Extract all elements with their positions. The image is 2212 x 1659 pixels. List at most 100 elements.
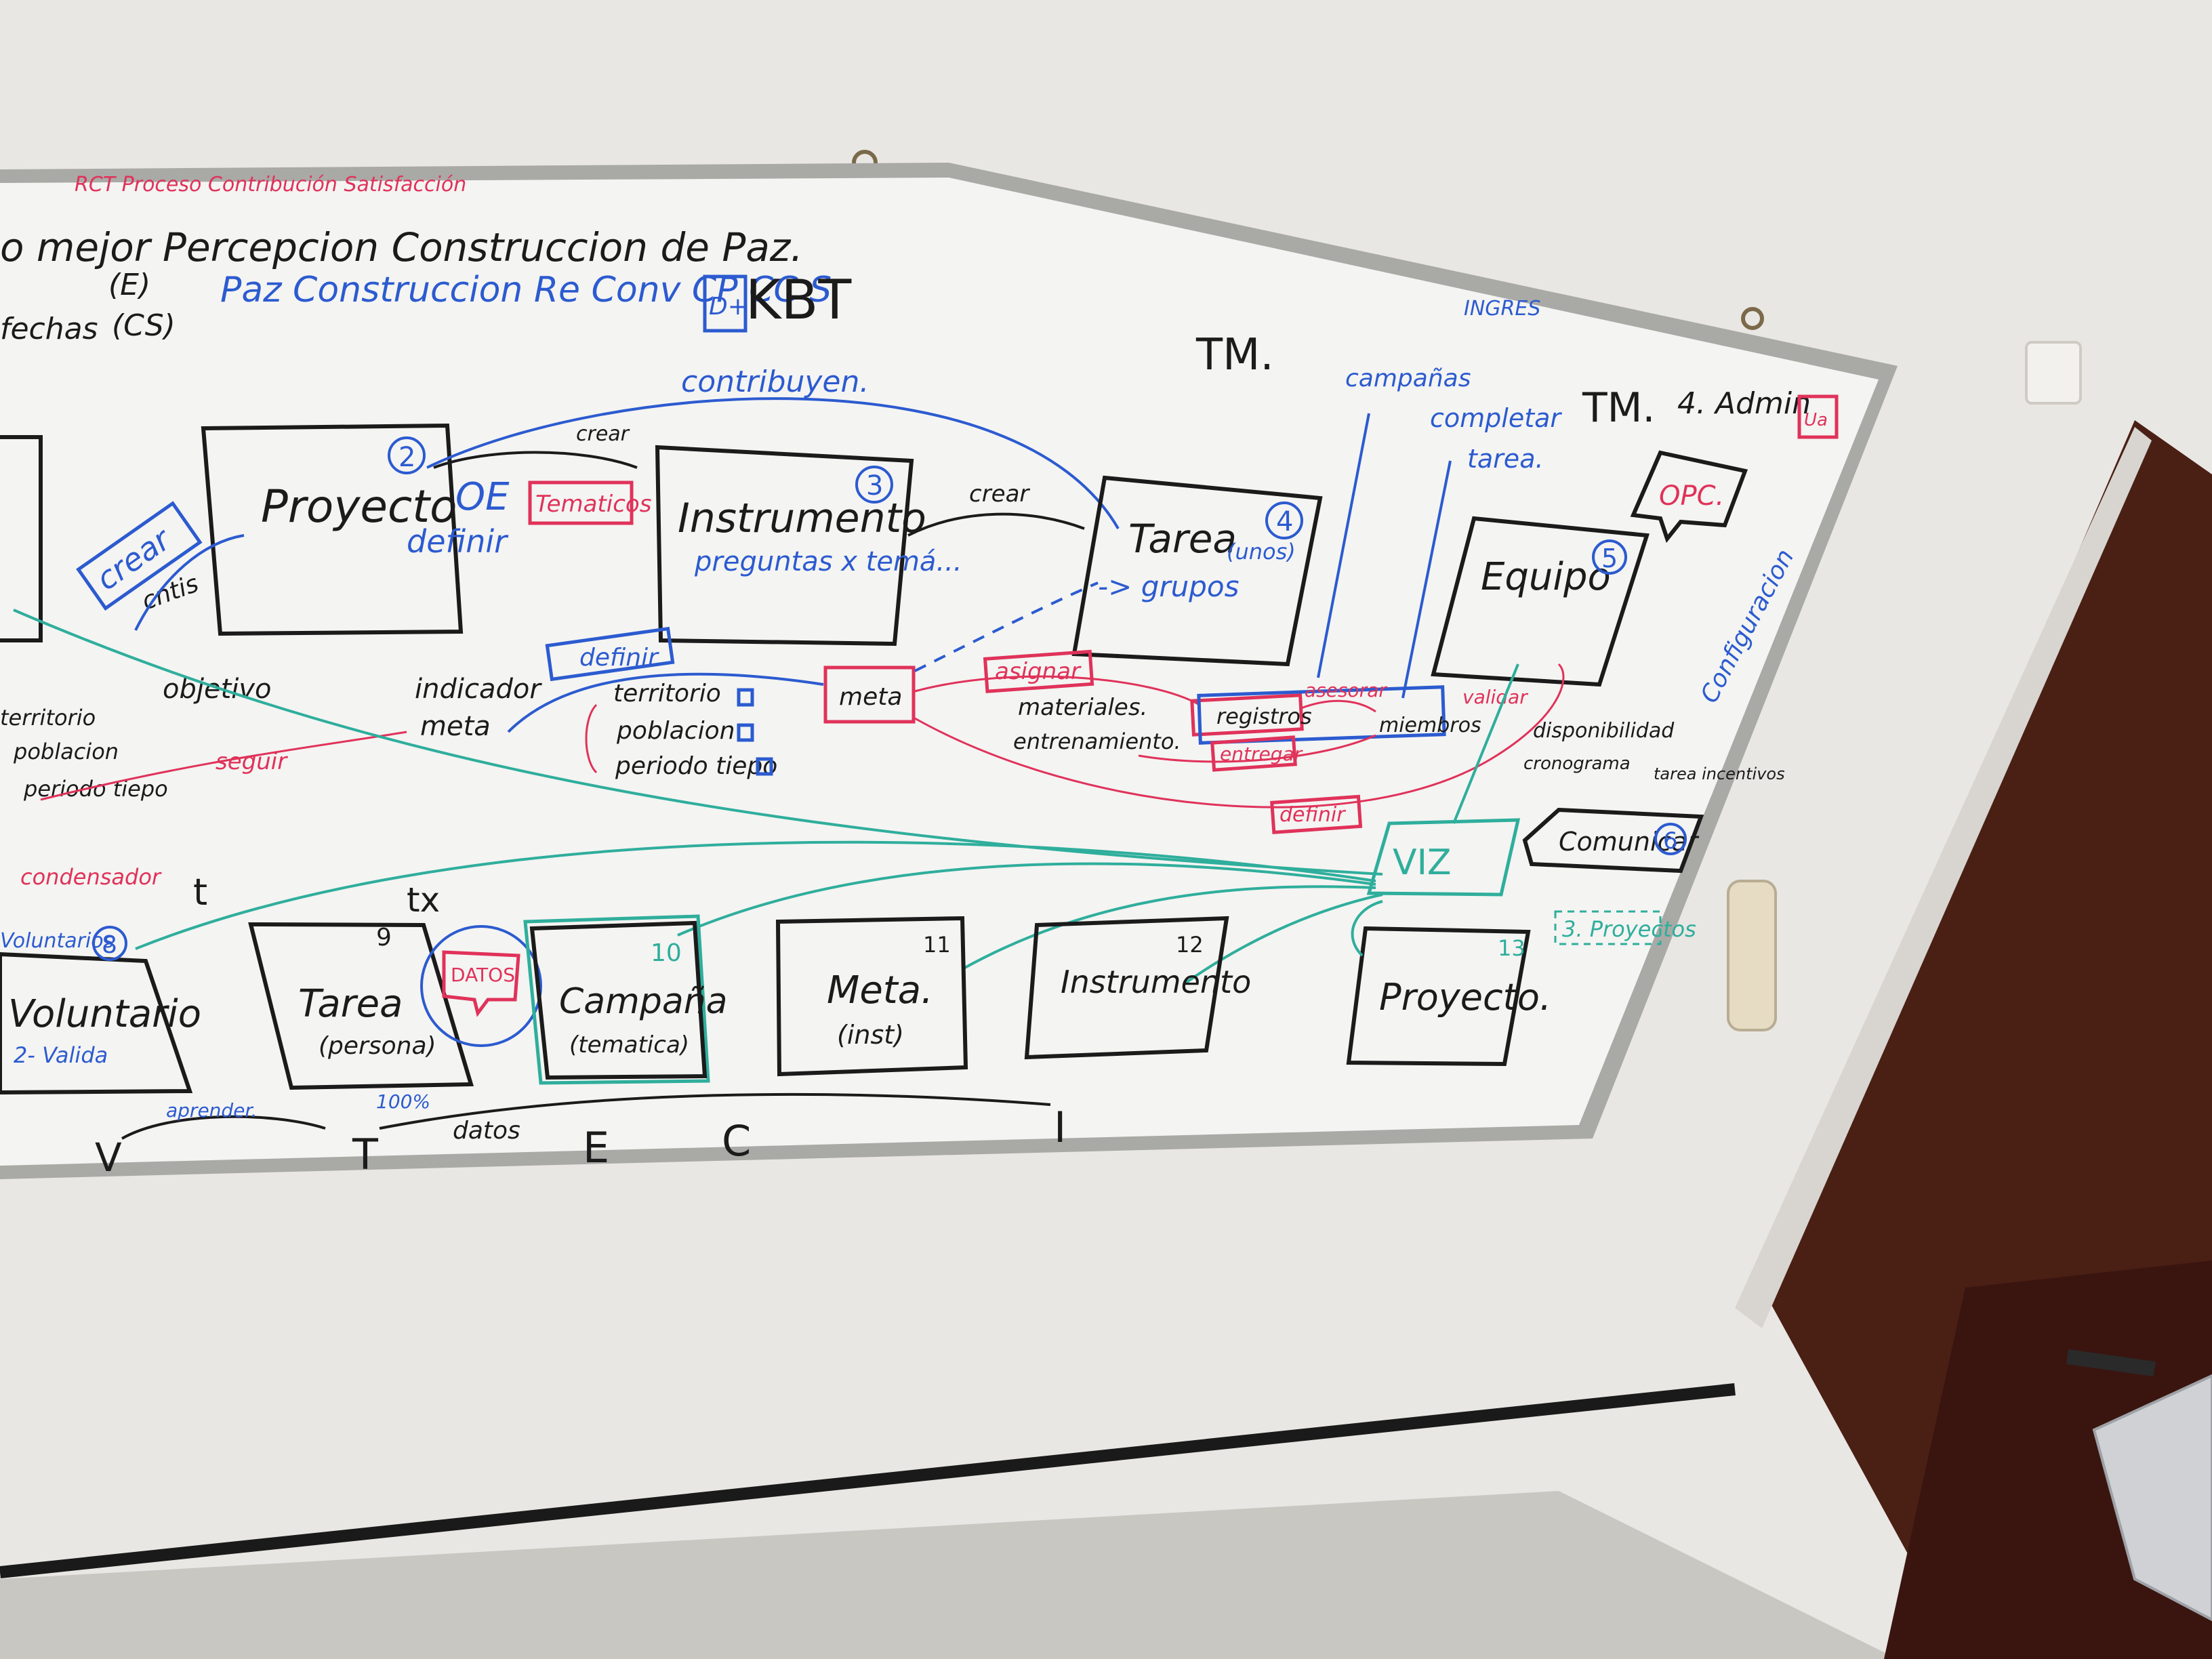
condensador-label: condensador: [20, 864, 162, 890]
materiales-label: materiales.: [1018, 694, 1147, 721]
entregar-arc: [1138, 734, 1376, 763]
tarea-label: Tarea: [1128, 516, 1237, 562]
laptop: [2092, 1374, 2212, 1622]
e-label: (E): [108, 268, 150, 302]
tm-right: TM.: [1582, 384, 1656, 432]
tarea-bottom-box: [248, 922, 474, 1090]
asesorar-label: asesorar: [1305, 679, 1387, 701]
big-red-arc: [914, 663, 1565, 808]
bracket: [585, 703, 598, 774]
door-frame: [1735, 427, 2152, 1328]
admin-label: 4. Admin: [1677, 386, 1811, 421]
instrumento-box: [655, 445, 914, 647]
ingres-label: INGRES: [1464, 297, 1540, 321]
instrumento-num-circle: [855, 466, 893, 504]
red-top-line: RCT Proceso Contribución Satisfacción: [75, 173, 466, 197]
tarea-bottom-sub: (persona): [319, 1032, 436, 1060]
territorio-label: territorio: [613, 680, 721, 708]
voluntario-label: Voluntario: [8, 992, 201, 1036]
instrumento-label: Instrumento: [678, 495, 926, 542]
entregar-box: [1210, 735, 1297, 772]
campana-label: Campaña: [559, 981, 728, 1022]
proyecto-to-crear-arrow: [134, 534, 245, 631]
completar-label: completar: [1430, 403, 1562, 433]
bottom-arc-1: [121, 1115, 326, 1140]
asignar-label: asignar: [995, 658, 1082, 685]
seguir-arrow: [40, 731, 407, 801]
campana-sub: (tematica): [569, 1031, 689, 1059]
check-box: [737, 723, 754, 742]
proyecto-label: Proyecto: [261, 480, 457, 533]
tarea-num: 4: [1276, 506, 1293, 537]
t-marker: t: [193, 871, 207, 914]
equipo-num: 5: [1601, 544, 1618, 573]
check-box: [756, 757, 773, 776]
meta-box: [823, 665, 916, 724]
cronograma-label: cronograma: [1523, 754, 1631, 774]
proyecto-bottom-box: [1346, 926, 1531, 1067]
tx-marker: tx: [407, 880, 440, 920]
tm-center: TM.: [1195, 330, 1274, 380]
equipo-label: Equipo: [1481, 555, 1611, 599]
teal-connector: [962, 885, 1376, 970]
whiteboard-surface: [0, 178, 1879, 1166]
periodo-label: periodo tiepo: [615, 752, 777, 780]
registros-miembros-arc: [1300, 699, 1376, 713]
light-switch: [2025, 341, 2082, 405]
datos-word-label: datos: [453, 1117, 520, 1145]
instrumento-sub: preguntas x temá...: [694, 546, 962, 577]
indicador-label: indicador: [415, 674, 542, 705]
tarea-small-label: tarea.: [1467, 444, 1544, 474]
letter-e: E: [583, 1123, 609, 1172]
instrumento-bottom-box: [1024, 916, 1229, 1060]
voluntario-box: [0, 951, 193, 1095]
proyectos-label: 3. Proyectos: [1562, 916, 1696, 942]
floor-baseboard: [0, 1383, 1736, 1578]
definir-box: [545, 626, 675, 682]
left-territorio-label: territorio: [0, 705, 96, 731]
contribuyen-label: contribuyen.: [681, 365, 869, 399]
ua-box: [1797, 394, 1839, 439]
meta-dashed: [914, 581, 1099, 672]
aprender-label: aprender.: [166, 1099, 257, 1122]
meta-to-registros-arc: [914, 675, 1200, 706]
poblacion-label: poblacion: [616, 717, 735, 745]
completar-arrow: [1401, 460, 1452, 699]
letter-c: C: [722, 1116, 751, 1166]
letter-i: I: [1054, 1103, 1066, 1152]
tarea-num-circle: [1265, 501, 1303, 539]
tarea-bottom-label: Tarea: [298, 982, 403, 1026]
meta-bottom-label: Meta.: [827, 968, 933, 1012]
miembros-label: miembros: [1379, 714, 1481, 737]
tematicos-label: Tematicos: [535, 491, 651, 518]
campana-inner-box: [529, 920, 708, 1080]
teal-connector: [1185, 893, 1383, 984]
meta-bottom-sub: (inst): [837, 1020, 904, 1050]
crear-inst-label: crear: [969, 480, 1030, 508]
left-poblacion-label: poblacion: [13, 739, 119, 764]
disponibilidad-label: disponibilidad: [1533, 719, 1675, 743]
proyecto-to-viz-arrow: [1351, 900, 1383, 957]
validar-label: validar: [1462, 686, 1528, 708]
tematicos-box: [528, 480, 634, 525]
tarea-box: [1071, 475, 1323, 667]
contribuyen-arrow: [426, 397, 1120, 530]
equipo-box: [1431, 516, 1650, 687]
fechas-label: fechas: [0, 312, 98, 346]
kbt-label: KBT: [745, 268, 852, 331]
datos-label: DATOS: [451, 964, 515, 986]
instrumento-num: 3: [866, 470, 883, 501]
dt-box-label: D+: [709, 293, 748, 321]
tarea-sub1: (unos): [1227, 539, 1296, 565]
title-line: o mejor Percepcion Construccion de Paz.: [0, 224, 803, 270]
datos-bubble: [442, 950, 520, 1017]
tarea-bottom-num: 9: [376, 924, 392, 951]
tarea-incentivos-label: tarea incentivos: [1654, 764, 1785, 783]
equipo-num-circle: [1592, 539, 1627, 575]
cs-label: (CS): [112, 308, 176, 343]
instrumento-bottom-num: 12: [1176, 932, 1204, 958]
crear-arrow-2: [907, 512, 1085, 537]
floor: [0, 1491, 1898, 1659]
proyecto-num: 2: [398, 442, 415, 473]
